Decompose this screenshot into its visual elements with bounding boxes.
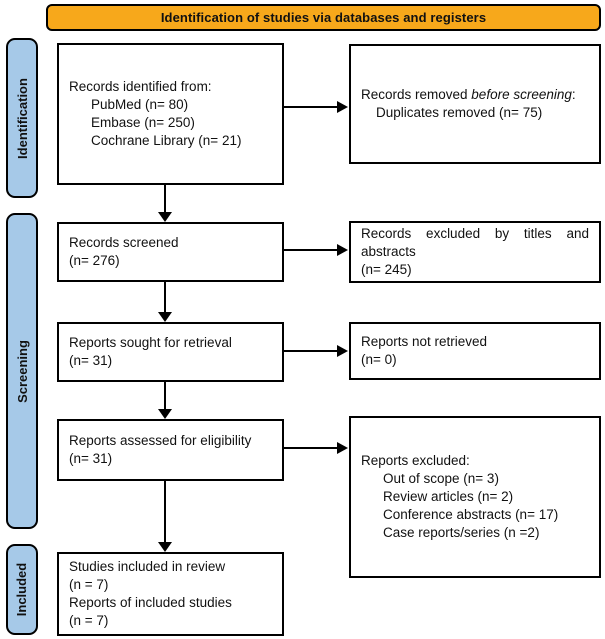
box-reports-excluded: Reports excluded: Out of scope (n= 3) Re… xyxy=(349,416,601,578)
arrow-screened-to-sought-line xyxy=(164,282,166,314)
box-item: Review articles (n= 2) xyxy=(383,489,514,504)
phase-label-text: Included xyxy=(14,562,30,617)
box-count: (n= 31) xyxy=(69,353,113,368)
box-line: Records excluded by titles and abstracts xyxy=(361,226,589,259)
box-count: (n= 245) xyxy=(361,262,412,277)
box-count: (n = 7) xyxy=(69,613,109,628)
box-line: Reports sought for retrieval xyxy=(69,335,232,350)
box-studies-included: Studies included in review (n = 7) Repor… xyxy=(57,552,284,636)
box-title: Records removed before screening: xyxy=(361,86,589,104)
box-records-identified: Records identified from: PubMed (n= 80) … xyxy=(57,43,284,185)
box-title-text: : xyxy=(571,87,576,102)
arrow-right-icon xyxy=(337,442,348,454)
diagram-header-title: Identification of studies via databases … xyxy=(160,10,487,25)
arrow-sought-to-not-retrieved-line xyxy=(284,350,339,352)
box-item: Case reports/series (n =2) xyxy=(383,525,540,540)
arrow-right-icon xyxy=(337,244,348,256)
arrow-down-icon xyxy=(158,542,172,552)
box-line: Records screened xyxy=(69,235,179,250)
phase-label-screening: Screening xyxy=(6,213,38,529)
box-line: Reports not retrieved xyxy=(361,334,488,349)
box-count: (n= 0) xyxy=(361,352,397,367)
arrow-down-icon xyxy=(158,409,172,419)
box-count: (n = 7) xyxy=(69,577,109,592)
phase-label-text: Identification xyxy=(14,77,30,159)
box-records-screened: Records screened (n= 276) xyxy=(57,222,284,282)
box-count: (n= 31) xyxy=(69,451,113,466)
phase-label-text: Screening xyxy=(14,339,30,403)
box-reports-assessed: Reports assessed for eligibility (n= 31) xyxy=(57,419,284,481)
box-item: Out of scope (n= 3) xyxy=(383,471,499,486)
arrow-screened-to-excluded-line xyxy=(284,249,339,251)
box-title: Records identified from: xyxy=(69,79,212,94)
box-item: Duplicates removed (n= 75) xyxy=(376,105,543,120)
box-item: Cochrane Library (n= 21) xyxy=(91,133,242,148)
arrow-assessed-to-excluded-line xyxy=(284,447,339,449)
arrow-right-icon xyxy=(337,101,348,113)
arrow-down-icon xyxy=(158,312,172,322)
box-count: (n= 276) xyxy=(69,253,120,268)
arrow-right-icon xyxy=(337,345,348,357)
arrow-down-icon xyxy=(158,212,172,222)
box-line: Studies included in review xyxy=(69,559,226,574)
diagram-header: Identification of studies via databases … xyxy=(46,4,601,31)
arrow-identified-to-screened-line xyxy=(164,185,166,214)
arrow-identified-to-removed-line xyxy=(284,106,339,108)
box-title: Reports excluded: xyxy=(361,453,470,468)
phase-label-identification: Identification xyxy=(6,38,38,198)
arrow-assessed-to-included-line xyxy=(164,481,166,544)
box-reports-not-retrieved: Reports not retrieved (n= 0) xyxy=(349,322,601,380)
box-item: PubMed (n= 80) xyxy=(91,97,189,112)
box-records-removed: Records removed before screening: Duplic… xyxy=(349,44,601,164)
box-item: Conference abstracts (n= 17) xyxy=(383,507,559,522)
phase-label-included: Included xyxy=(6,544,38,635)
arrow-sought-to-assessed-line xyxy=(164,381,166,411)
box-title-italic: before screening xyxy=(471,87,572,102)
box-records-excluded: Records excluded by titles and abstracts… xyxy=(349,221,601,283)
box-title-text: Records removed xyxy=(361,87,472,102)
box-line: Reports assessed for eligibility xyxy=(69,433,252,448)
box-line: Reports of included studies xyxy=(69,595,232,610)
box-item: Embase (n= 250) xyxy=(91,115,195,130)
box-reports-sought: Reports sought for retrieval (n= 31) xyxy=(57,322,284,382)
